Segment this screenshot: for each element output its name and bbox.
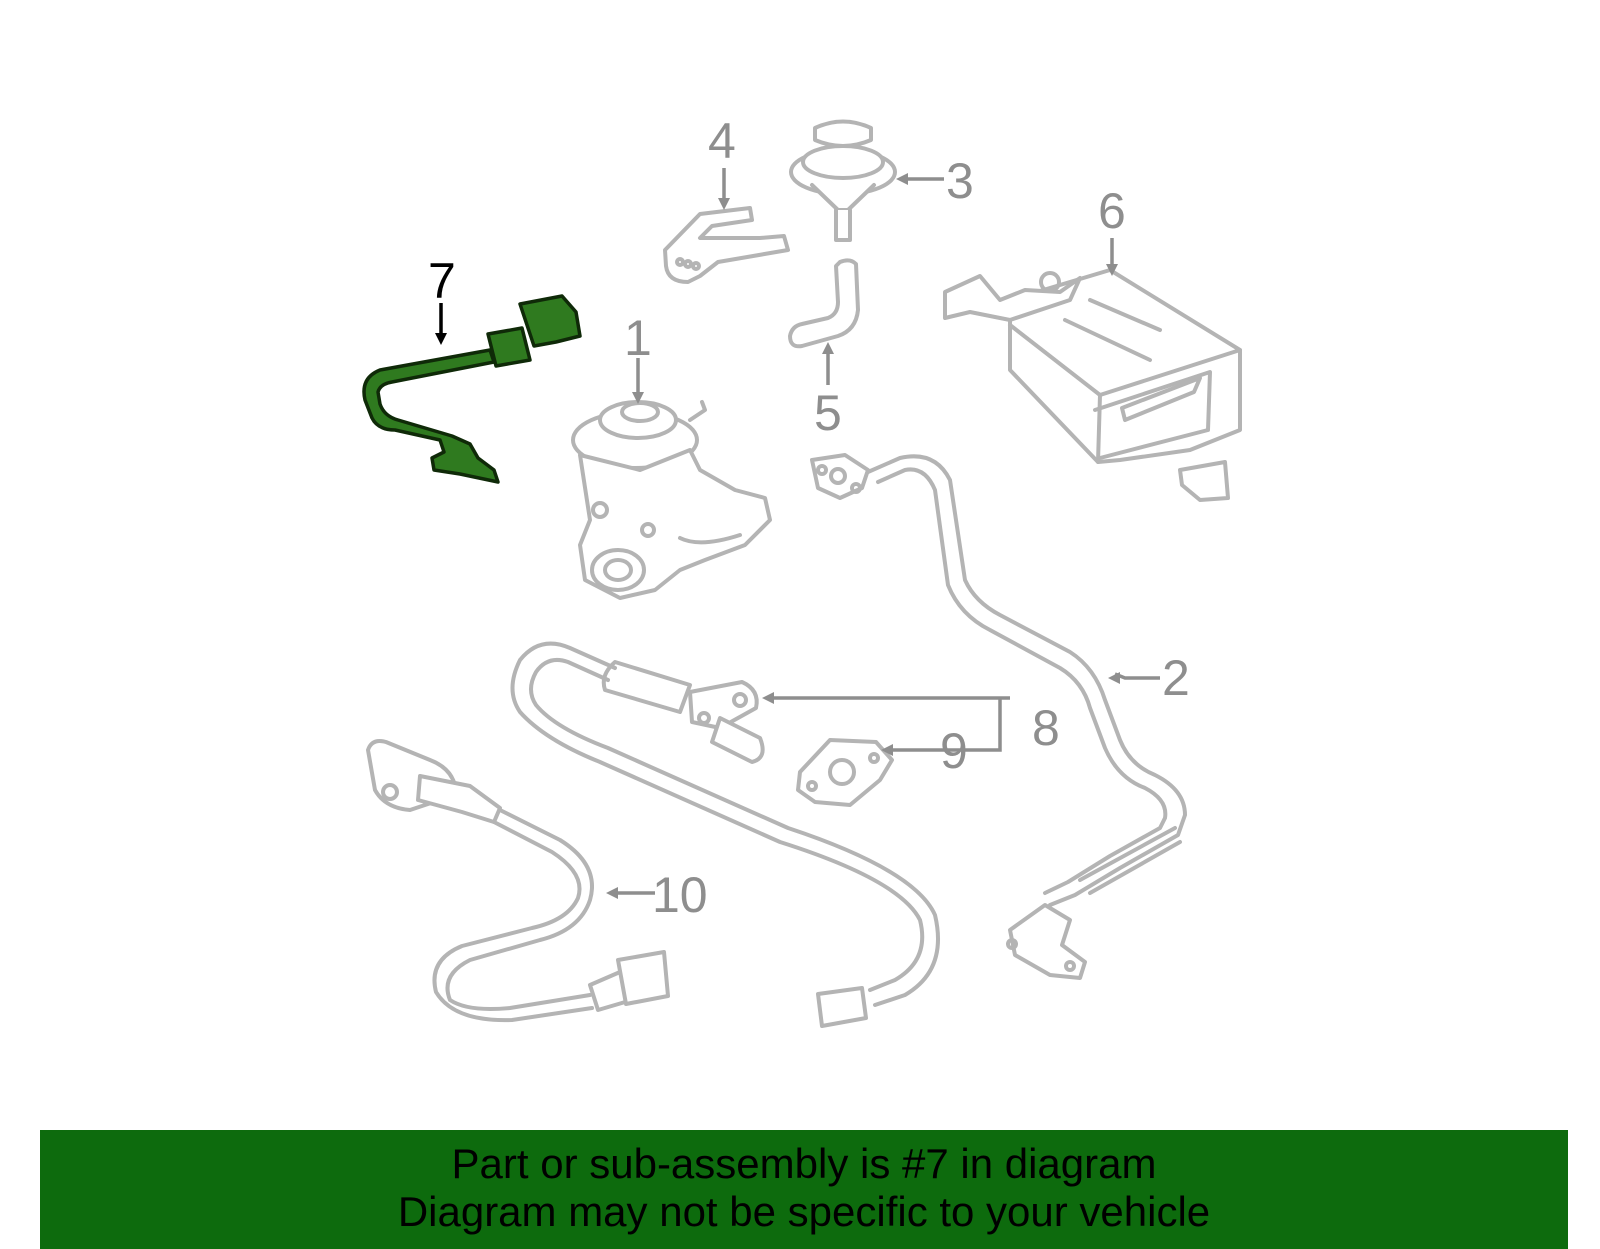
callout-5: 5 xyxy=(814,385,842,441)
part-5-hose[interactable] xyxy=(788,258,860,349)
part-1-egr-valve[interactable] xyxy=(571,400,772,600)
callout-2: 2 xyxy=(1162,650,1190,706)
leader-arrowheads xyxy=(435,173,1120,899)
part-6-charcoal-canister[interactable] xyxy=(943,268,1242,502)
info-banner: Part or sub-assembly is #7 in diagram Di… xyxy=(40,1130,1568,1249)
parts-diagram: 1 2 3 4 5 6 7 8 9 10 xyxy=(362,113,1242,1028)
callout-3: 3 xyxy=(946,153,974,209)
banner-line-part-number: Part or sub-assembly is #7 in diagram xyxy=(451,1140,1157,1187)
part-10-oxygen-sensor[interactable] xyxy=(366,739,670,1023)
part-2-egr-pipe[interactable] xyxy=(810,453,1187,980)
callout-6: 6 xyxy=(1098,183,1126,239)
part-9-gasket[interactable] xyxy=(796,738,894,807)
callout-7: 7 xyxy=(428,253,456,309)
callout-10: 10 xyxy=(652,867,708,923)
callout-1: 1 xyxy=(624,310,652,366)
leader-lines xyxy=(439,168,1160,895)
part-7-oxygen-sensor[interactable] xyxy=(362,294,582,484)
callout-9: 9 xyxy=(940,723,968,779)
part-4-bracket[interactable] xyxy=(663,206,790,284)
banner-line-disclaimer: Diagram may not be specific to your vehi… xyxy=(397,1188,1211,1235)
part-8-sensor-assembly[interactable] xyxy=(510,641,940,1028)
callout-8: 8 xyxy=(1032,700,1060,756)
part-3-vacuum-modulator[interactable] xyxy=(789,119,897,242)
callout-4: 4 xyxy=(708,113,736,169)
